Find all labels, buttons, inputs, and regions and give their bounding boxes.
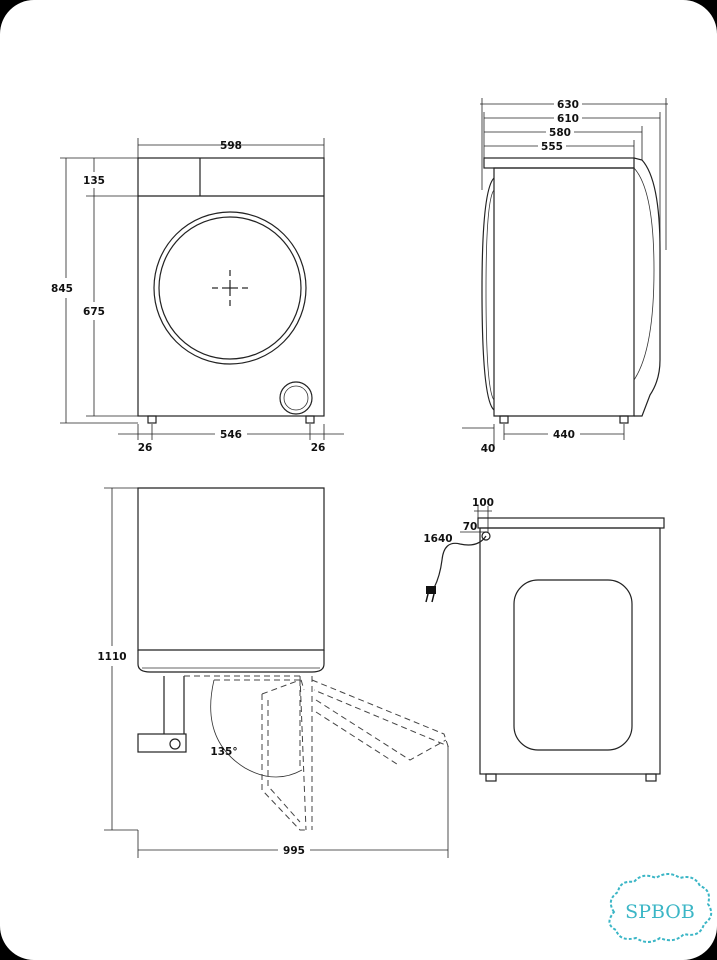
front-view: 598 845 135 675 bbox=[51, 138, 344, 454]
door-open-view: 135° 1110 995 bbox=[97, 487, 449, 858]
side-body-outline bbox=[493, 167, 635, 417]
front-body-outline bbox=[137, 157, 325, 417]
side-depth-630-label: 630 bbox=[557, 99, 579, 111]
power-cord bbox=[433, 535, 487, 589]
rear-offset-70-label: 70 bbox=[463, 521, 478, 533]
front-door-inner bbox=[158, 216, 302, 360]
front-left-foot bbox=[147, 415, 157, 424]
front-body-label: 675 bbox=[83, 306, 105, 318]
side-door-front-inner bbox=[485, 189, 495, 401]
front-height-label: 845 bbox=[51, 283, 73, 295]
rear-panel-window bbox=[513, 579, 633, 751]
side-top-lid bbox=[483, 157, 635, 169]
side-view: 630 610 580 555 bbox=[462, 98, 668, 455]
front-door-outer bbox=[153, 211, 307, 365]
rear-offset-dimension: 100 70 1640 bbox=[423, 497, 494, 545]
front-filter-cover bbox=[279, 381, 313, 415]
front-foot-span-label: 546 bbox=[220, 429, 242, 441]
front-height-dimension: 845 bbox=[51, 157, 138, 424]
front-body-dimension: 675 bbox=[83, 196, 138, 417]
side-rear-foot bbox=[619, 415, 629, 424]
door-open-outline bbox=[311, 679, 449, 747]
side-dimension-610: 610 bbox=[483, 112, 661, 250]
door-depth-label: 995 bbox=[283, 845, 305, 857]
side-dimension-580: 580 bbox=[484, 126, 643, 160]
door-swing-arc bbox=[210, 679, 303, 778]
side-depth-610-label: 610 bbox=[557, 113, 579, 125]
door-angle-label: 135° bbox=[210, 746, 237, 758]
door-closed-outline bbox=[184, 675, 305, 691]
front-door-center-mark bbox=[212, 270, 248, 306]
hinge-pin bbox=[169, 738, 181, 750]
side-dimension-630: 630 bbox=[480, 98, 668, 250]
watermark-logo: SPBOB bbox=[608, 873, 713, 943]
side-depth-555-label: 555 bbox=[541, 141, 563, 153]
front-feet-dimension: 26 546 26 bbox=[118, 424, 344, 454]
top-view-front-lip bbox=[137, 650, 325, 673]
rear-view: 100 70 1640 bbox=[423, 497, 665, 782]
watermark-text: SPBOB bbox=[625, 901, 695, 923]
side-foot-offset-label: 40 bbox=[481, 443, 496, 455]
side-depth-580-label: 580 bbox=[549, 127, 571, 139]
plug-icon bbox=[425, 586, 436, 603]
watermark-cloud bbox=[608, 873, 713, 943]
rear-offset-100-label: 100 bbox=[472, 497, 494, 509]
side-feet-dimension: 40 440 bbox=[462, 424, 625, 455]
hinge-block bbox=[137, 733, 187, 753]
front-right-foot-label: 26 bbox=[311, 442, 326, 454]
rear-left-foot bbox=[485, 773, 497, 782]
door-hinge-side bbox=[299, 675, 313, 831]
side-rear-inner bbox=[633, 167, 655, 381]
front-width-label: 598 bbox=[220, 140, 242, 152]
door-depth-dimension: 995 bbox=[137, 746, 449, 858]
front-top-dimension: 135 bbox=[83, 158, 138, 197]
front-filter-cover-inner bbox=[283, 385, 309, 411]
rear-top-lid bbox=[477, 517, 665, 529]
front-left-foot-label: 26 bbox=[138, 442, 153, 454]
door-height-label: 1110 bbox=[97, 651, 126, 663]
front-right-foot bbox=[305, 415, 315, 424]
door-height-dimension: 1110 bbox=[97, 487, 138, 831]
front-top-label: 135 bbox=[83, 175, 105, 187]
rear-body-outline bbox=[479, 527, 661, 775]
side-foot-span-label: 440 bbox=[553, 429, 575, 441]
rear-cord-label: 1640 bbox=[423, 533, 452, 545]
rear-right-foot bbox=[645, 773, 657, 782]
top-view-body bbox=[137, 487, 325, 651]
side-front-foot bbox=[499, 415, 509, 424]
side-door-front bbox=[481, 177, 495, 411]
door-glass-outline bbox=[261, 694, 306, 831]
side-dimension-555: 555 bbox=[484, 140, 635, 158]
front-width-dimension: 598 bbox=[137, 138, 325, 158]
